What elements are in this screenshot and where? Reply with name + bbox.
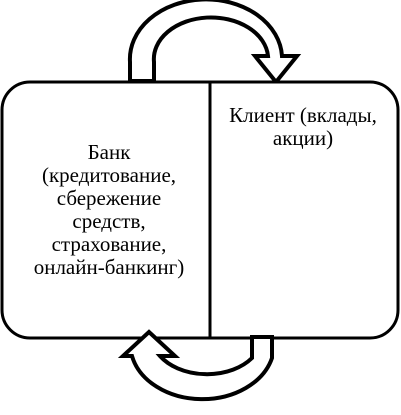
bank-label-line: сбережение bbox=[56, 186, 162, 210]
client-label: Клиент (вклады, акции) bbox=[213, 104, 393, 150]
client-label-line: Клиент (вклады, bbox=[229, 103, 377, 127]
bank-label-line: средств, bbox=[72, 209, 146, 233]
bank-label-line: онлайн-банкинг) bbox=[33, 255, 185, 279]
curved-arrow-right-icon bbox=[127, 0, 302, 86]
bank-label-line: (кредитование, bbox=[41, 163, 177, 187]
client-label-line: акции) bbox=[272, 126, 334, 150]
curved-arrow-left-icon bbox=[117, 329, 274, 402]
bank-label: Банк (кредитование, сбережение средств, … bbox=[10, 141, 208, 279]
bank-label-line: Банк bbox=[87, 140, 131, 164]
bank-label-line: страхование, bbox=[51, 232, 167, 256]
diagram-frame bbox=[0, 80, 400, 340]
